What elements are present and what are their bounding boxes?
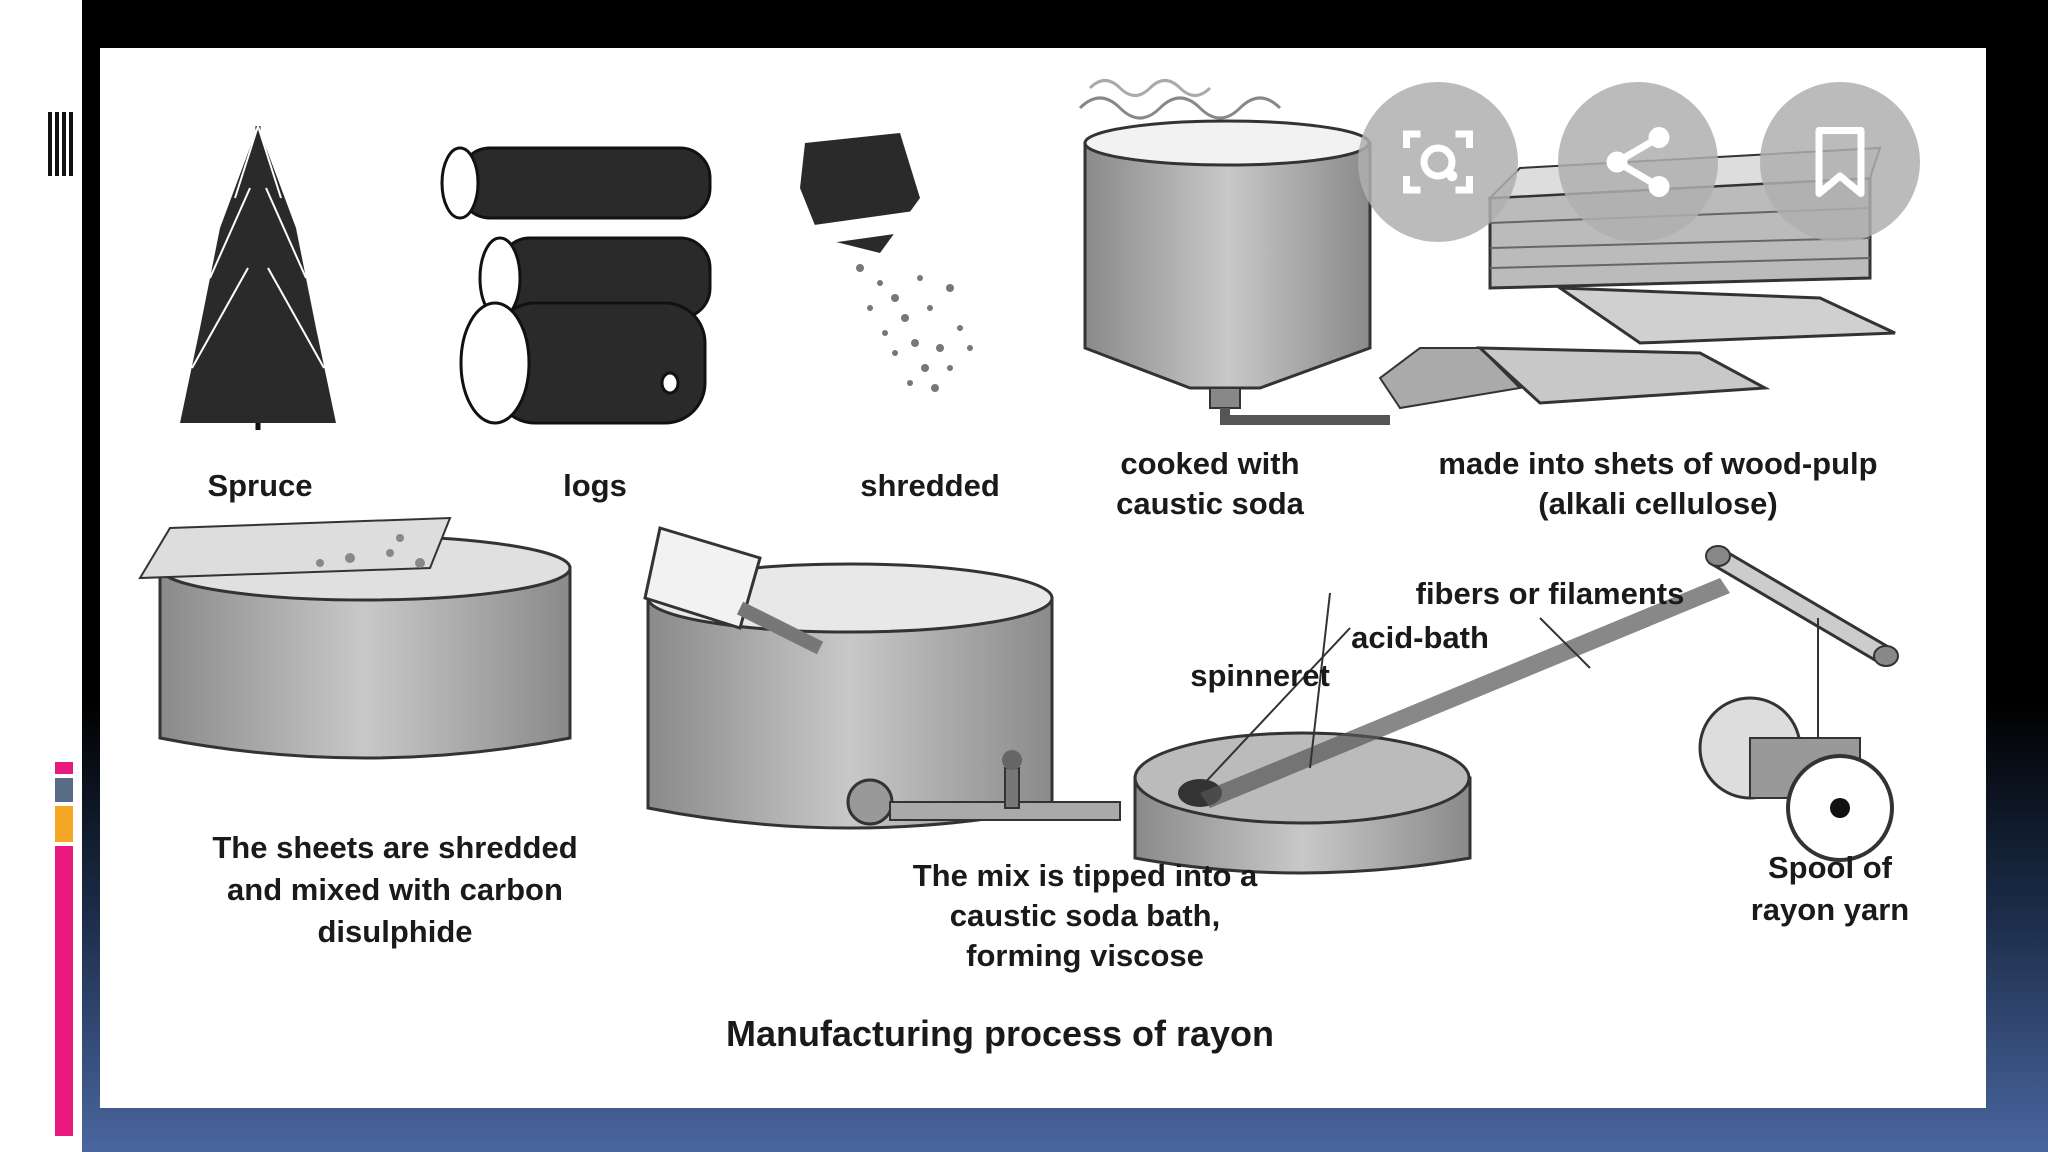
label-sheets-line2: (alkali cellulose) <box>1538 486 1778 521</box>
label-acid-bath: acid-bath <box>1351 620 1489 655</box>
lens-scan-icon <box>1403 130 1473 194</box>
label-spool-line2: rayon yarn <box>1750 892 1910 927</box>
mixing-tub-illustration <box>138 516 572 760</box>
bookmark-button[interactable] <box>1760 82 1920 242</box>
label-viscose-line3: forming viscose <box>966 938 1204 973</box>
diagram-caption: Manufacturing process of rayon <box>725 1013 1275 1054</box>
slide-left-strip <box>0 0 82 1152</box>
label-logs: logs <box>563 468 627 503</box>
spruce-tree-illustration <box>180 125 336 430</box>
shredded-wood-illustration <box>800 133 973 392</box>
slide-deco-lines <box>48 112 73 176</box>
spool-illustration <box>1698 545 1899 862</box>
label-spool-line1: Spool of <box>1768 850 1892 885</box>
label-spruce: Spruce <box>207 468 313 503</box>
cooking-tank-illustration <box>1078 79 1390 425</box>
label-spinneret: spinneret <box>1190 658 1330 693</box>
slide-accent-bars <box>55 762 73 1140</box>
share-button[interactable] <box>1558 82 1718 242</box>
acid-bath-illustration <box>1133 578 1730 875</box>
label-fibers: fibers or filaments <box>1415 576 1685 611</box>
label-mixed-line3: disulphide <box>317 914 473 949</box>
label-viscose-line1: The mix is tipped into a <box>912 858 1258 893</box>
bookmark-icon <box>1815 127 1865 197</box>
lens-scan-button[interactable] <box>1358 82 1518 242</box>
label-viscose-line2: caustic soda bath, <box>949 898 1221 933</box>
logs-illustration <box>440 146 712 425</box>
label-sheets-line1: made into shets of wood-pulp <box>1438 446 1878 481</box>
label-cooked-line2: caustic soda <box>1116 486 1304 521</box>
diagram-illustrations <box>138 79 1899 875</box>
label-cooked-line1: cooked with <box>1120 446 1300 481</box>
viscose-tank-illustration <box>643 526 1121 830</box>
share-icon <box>1606 127 1670 197</box>
rayon-diagram: Spruce logs shredded cooked with caustic… <box>100 48 1986 1108</box>
label-mixed-line2: and mixed with carbon <box>227 872 563 907</box>
label-shredded: shredded <box>860 468 1000 503</box>
label-mixed-line1: The sheets are shredded <box>212 830 578 865</box>
